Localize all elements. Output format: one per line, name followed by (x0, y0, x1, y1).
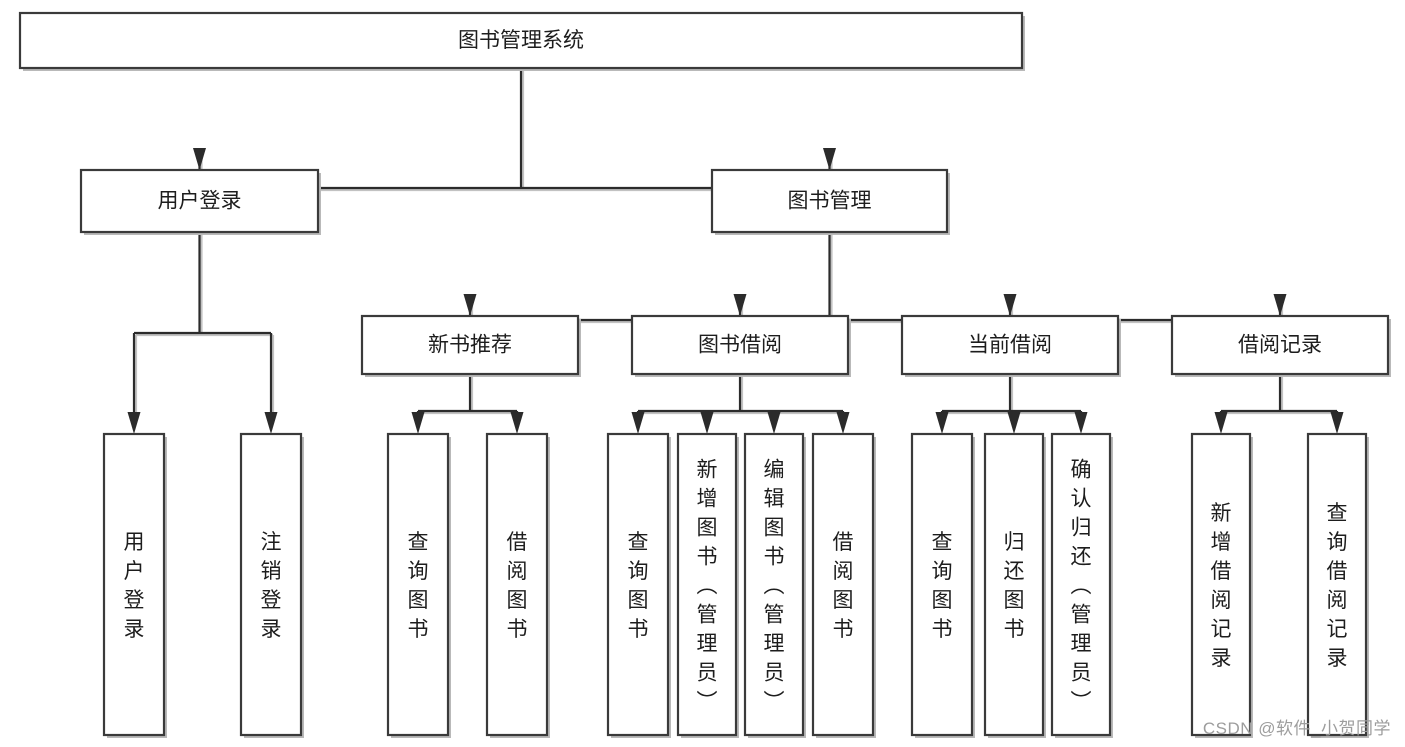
node-leaf-user-login: 用户登录 (102, 432, 167, 738)
node-new-book-rec: 新书推荐 (360, 314, 581, 377)
node-layer: 图书管理系统用户登录图书管理新书推荐图书借阅当前借阅借阅记录用户登录注销登录查询… (18, 11, 1391, 738)
node-book-borrow: 图书借阅 (630, 314, 851, 377)
node-leaf-edit-book: 编辑图书︵管理员︶ (743, 432, 806, 738)
node-label: 查询图书 (408, 531, 429, 641)
node-borrow-record: 借阅记录 (1170, 314, 1391, 377)
node-label: 图书管理系统 (458, 29, 584, 52)
node-label: 借阅图书 (833, 531, 854, 641)
node-label: 查询借阅记录 (1327, 502, 1348, 670)
node-leaf-query-book-3: 查询图书 (910, 432, 975, 738)
node-current-borrow: 当前借阅 (900, 314, 1121, 377)
node-leaf-logout: 注销登录 (239, 432, 304, 738)
node-user-login: 用户登录 (79, 168, 321, 235)
node-label: 新增图书︵管理员︶ (697, 459, 718, 714)
node-label: 图书借阅 (698, 334, 782, 357)
node-label: 查询图书 (932, 531, 953, 641)
node-label: 借阅记录 (1238, 334, 1322, 357)
node-label: 借阅图书 (507, 531, 528, 641)
node-label: 用户登录 (158, 190, 242, 213)
node-label: 新书推荐 (428, 334, 512, 357)
node-leaf-add-record: 新增借阅记录 (1190, 432, 1253, 738)
node-leaf-borrow-book-2: 借阅图书 (811, 432, 876, 738)
node-leaf-confirm-return: 确认归还︵管理员︶ (1050, 432, 1113, 738)
node-label: 归还图书 (1004, 531, 1025, 641)
node-leaf-borrow-book-1: 借阅图书 (485, 432, 550, 738)
node-label: 用户登录 (124, 531, 145, 641)
edge-layer (127, 68, 1344, 434)
node-book-manage: 图书管理 (710, 168, 950, 235)
node-leaf-query-book-1: 查询图书 (386, 432, 451, 738)
node-label: 当前借阅 (968, 334, 1052, 357)
node-label: 注销登录 (261, 531, 282, 641)
node-label: 编辑图书︵管理员︶ (764, 459, 785, 714)
node-label: 确认归还︵管理员︶ (1071, 459, 1092, 714)
node-label: 查询图书 (628, 531, 649, 641)
node-root: 图书管理系统 (18, 11, 1025, 71)
node-leaf-query-record: 查询借阅记录 (1306, 432, 1369, 738)
node-leaf-add-book: 新增图书︵管理员︶ (676, 432, 739, 738)
node-label: 图书管理 (788, 190, 872, 213)
node-leaf-query-book-2: 查询图书 (606, 432, 671, 738)
node-label: 新增借阅记录 (1211, 502, 1232, 670)
node-leaf-return-book: 归还图书 (983, 432, 1046, 738)
